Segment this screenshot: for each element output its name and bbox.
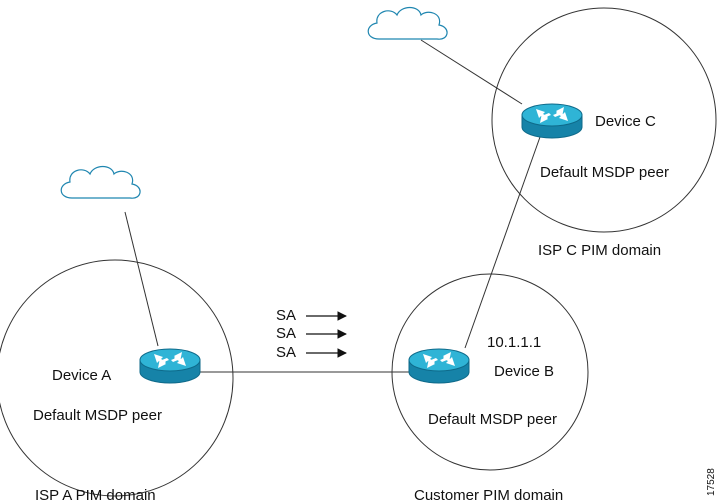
cloud-icon [60, 165, 141, 199]
device-b-name: Device B [494, 363, 554, 380]
isp-a-domain-circle [0, 259, 234, 497]
device-b-role: Default MSDP peer [428, 411, 557, 428]
isp-c-domain-circle [491, 7, 717, 233]
isp-c-domain-label: ISP C PIM domain [538, 242, 661, 259]
router-icon-device-a [139, 348, 201, 384]
router-icon-device-b [408, 348, 470, 384]
sa-label: SA [276, 325, 296, 342]
cloud-icon [367, 6, 448, 40]
device-c-name: Device C [595, 113, 656, 130]
customer-domain-label: Customer PIM domain [414, 487, 563, 504]
router-icon-device-c [521, 103, 583, 139]
figure-id: 17528 [706, 468, 717, 496]
sa-label: SA [276, 344, 296, 361]
device-a-role: Default MSDP peer [33, 407, 162, 424]
link-device-b-to-device-c [464, 136, 541, 349]
device-b-address: 10.1.1.1 [487, 334, 541, 351]
device-a-name: Device A [52, 367, 111, 384]
device-c-role: Default MSDP peer [540, 164, 669, 181]
isp-a-domain-label: ISP A PIM domain [35, 487, 156, 504]
link-cloud-a-to-device-a [124, 211, 159, 347]
link-cloud-c-to-device-c [420, 39, 523, 105]
sa-label: SA [276, 307, 296, 324]
